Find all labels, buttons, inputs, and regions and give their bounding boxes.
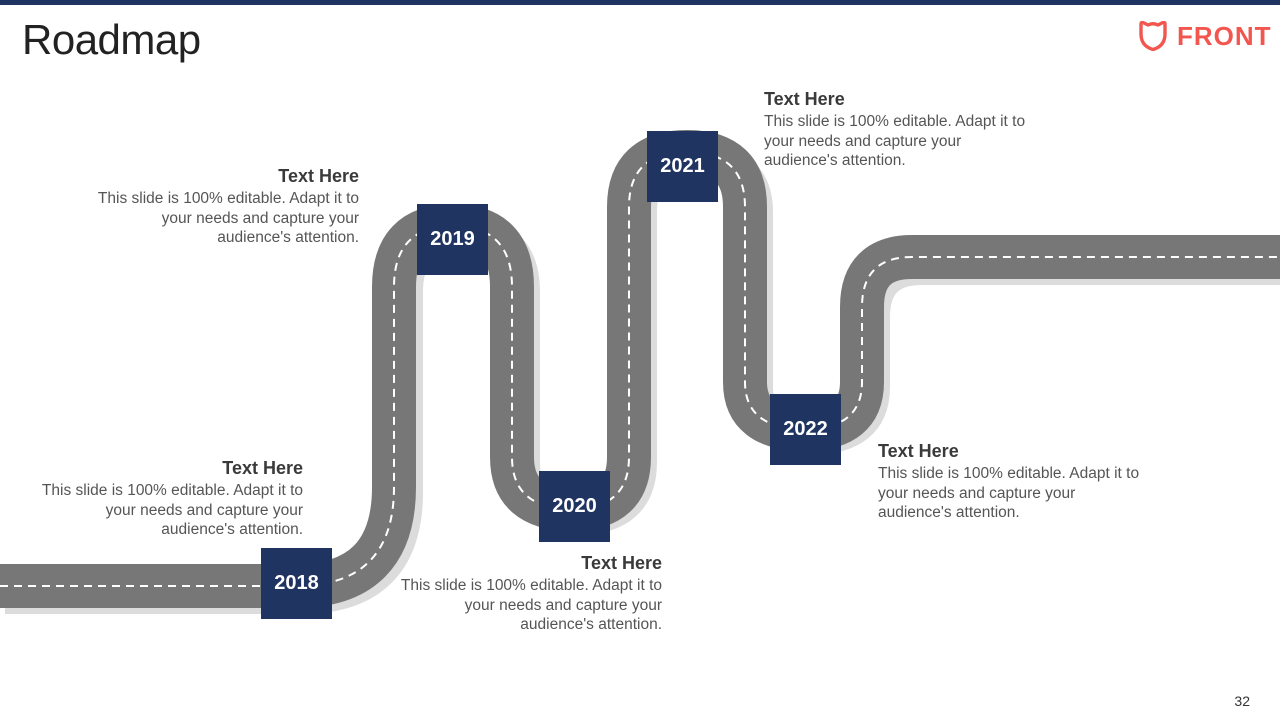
- callout-body: This slide is 100% editable. Adapt it to…: [400, 577, 662, 633]
- milestone-marker-2022: 2022: [770, 394, 841, 465]
- callout-heading: Text Here: [764, 89, 845, 109]
- callout-2019: Text Here This slide is 100% editable. A…: [97, 165, 359, 248]
- milestone-year: 2021: [660, 155, 705, 177]
- page-title: Roadmap: [22, 16, 201, 63]
- milestone-year: 2022: [783, 418, 828, 440]
- callout-body: This slide is 100% editable. Adapt it to…: [41, 482, 303, 538]
- logo-text: FRONT: [1177, 20, 1272, 51]
- milestone-year: 2020: [552, 495, 597, 517]
- callout-2020: Text Here This slide is 100% editable. A…: [400, 552, 662, 635]
- callout-heading: Text Here: [878, 441, 959, 461]
- callout-body: This slide is 100% editable. Adapt it to…: [878, 465, 1140, 521]
- callout-2022: Text Here This slide is 100% editable. A…: [878, 440, 1140, 523]
- milestone-marker-2018: 2018: [261, 548, 332, 619]
- milestone-marker-2020: 2020: [539, 471, 610, 542]
- milestone-marker-2019: 2019: [417, 204, 488, 275]
- callout-heading: Text Here: [278, 166, 359, 186]
- page-number: 32: [1234, 693, 1250, 709]
- callout-2021: Text Here This slide is 100% editable. A…: [764, 88, 1026, 171]
- callout-body: This slide is 100% editable. Adapt it to…: [764, 113, 1026, 169]
- milestone-marker-2021: 2021: [647, 131, 718, 202]
- top-accent-bar: [0, 0, 1280, 5]
- heart-shield-icon: [1139, 21, 1167, 51]
- callout-body: This slide is 100% editable. Adapt it to…: [97, 190, 359, 246]
- callout-2018: Text Here This slide is 100% editable. A…: [41, 457, 303, 540]
- brand-logo: FRONT: [1137, 20, 1272, 52]
- milestone-year: 2018: [274, 572, 319, 594]
- road-center-line: [0, 150, 1280, 587]
- callout-heading: Text Here: [581, 553, 662, 573]
- callout-heading: Text Here: [222, 458, 303, 478]
- milestone-year: 2019: [430, 228, 475, 250]
